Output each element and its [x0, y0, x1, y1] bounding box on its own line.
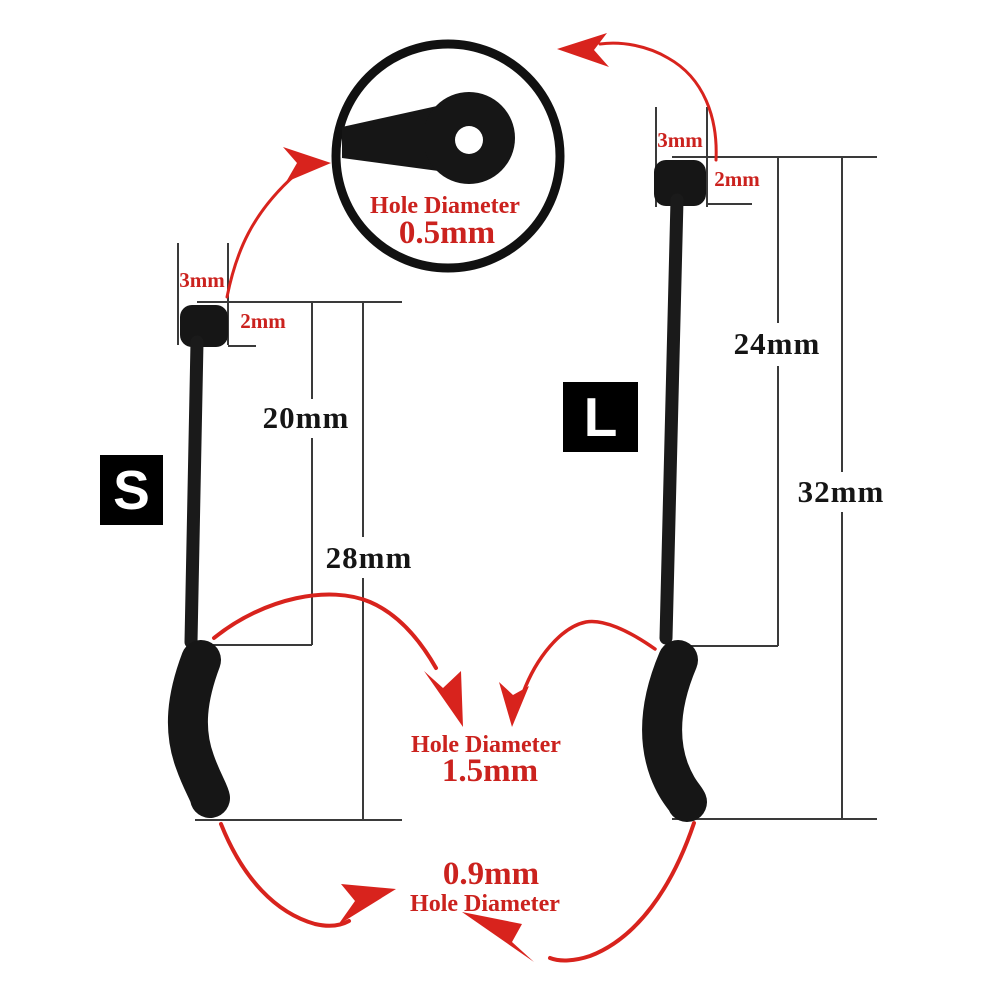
tool-l-stem: [659, 193, 684, 645]
tool-l-dimension-lines: [655, 107, 877, 820]
tool-s-head: [180, 305, 228, 347]
magnifier-hole-diameter-value: 0.5mm: [398, 215, 496, 251]
magnifier-circle: [331, 39, 565, 273]
tool-l-stem-length-value: 24mm: [733, 326, 821, 361]
middle-hole-diameter-label: Hole Diameter: [411, 732, 561, 758]
tool-l-head-height-value: 2mm: [714, 167, 760, 191]
arrow-l-bend-to-middle-note: [499, 619, 657, 727]
magnified-stem: [342, 104, 446, 172]
tool-l-total-length-value: 32mm: [797, 474, 885, 509]
tool-l-size-label: L: [583, 386, 618, 448]
tool-s-total-length-value: 28mm: [325, 540, 413, 575]
tool-s-size-badge: S: [100, 455, 163, 525]
annotation-arrows: [212, 33, 718, 963]
middle-hole-diameter-value: 1.5mm: [441, 753, 539, 789]
tool-s-stem-length-value: 20mm: [262, 400, 350, 435]
tool-l-size-badge: L: [563, 382, 638, 452]
tool-s-handle: [167, 640, 230, 818]
tool-s-stem: [184, 335, 204, 649]
bottom-hole-diameter-label: Hole Diameter: [410, 891, 560, 917]
tool-l-illustration: [642, 160, 707, 822]
bottom-hole-diameter-value: 0.9mm: [442, 856, 540, 892]
arrow-l-head-to-magnifier: [557, 33, 718, 162]
arrow-l-tip-to-bottom-note: [462, 821, 696, 963]
tool-s-illustration: [167, 305, 230, 818]
arrow-s-tip-to-bottom-note: [219, 822, 396, 928]
magnified-hole: [455, 126, 483, 154]
tool-s-size-label: S: [113, 459, 150, 521]
tool-s-head-width-value: 3mm: [179, 268, 225, 292]
arrow-s-head-to-magnifier: [225, 147, 331, 299]
tool-l-head: [654, 160, 706, 206]
magnifier-hole-diameter-label: Hole Diameter: [370, 193, 520, 219]
arrow-s-bend-to-middle-note: [212, 592, 463, 727]
tool-l-head-width-value: 3mm: [657, 128, 703, 152]
tool-s-head-height-value: 2mm: [240, 309, 286, 333]
tool-s-dimension-lines: [177, 243, 402, 821]
tool-l-handle: [642, 640, 707, 822]
